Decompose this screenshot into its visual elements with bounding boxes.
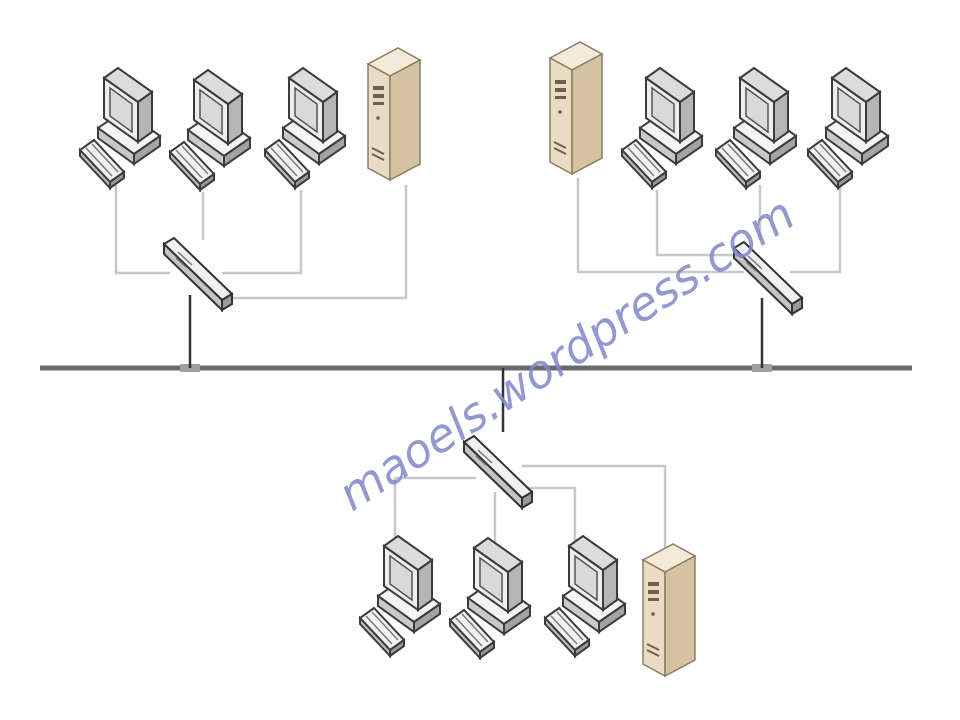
- server-icon: [549, 41, 603, 175]
- bottom-segment-cables: [393, 464, 667, 556]
- pc-icon: [264, 67, 346, 189]
- hub-icon: [463, 435, 533, 509]
- pc-icon: [449, 537, 531, 659]
- server-icon: [642, 543, 696, 677]
- pc-icon: [807, 67, 889, 189]
- pc-icon: [79, 67, 161, 189]
- hub-icon: [163, 237, 233, 311]
- watermark: maoels.wordpress.com: [329, 186, 805, 521]
- right-segment-cables: [576, 178, 842, 274]
- server-icon: [367, 47, 421, 181]
- pc-icon: [169, 69, 251, 191]
- left-segment-cables: [114, 185, 408, 300]
- pc-icon: [544, 535, 626, 657]
- right-segment: [549, 41, 889, 315]
- pc-icon: [715, 67, 797, 189]
- bottom-segment: [359, 435, 696, 677]
- pc-icon: [621, 67, 703, 189]
- backbone: [40, 295, 912, 432]
- left-segment: [79, 47, 421, 311]
- pc-icon: [359, 535, 441, 657]
